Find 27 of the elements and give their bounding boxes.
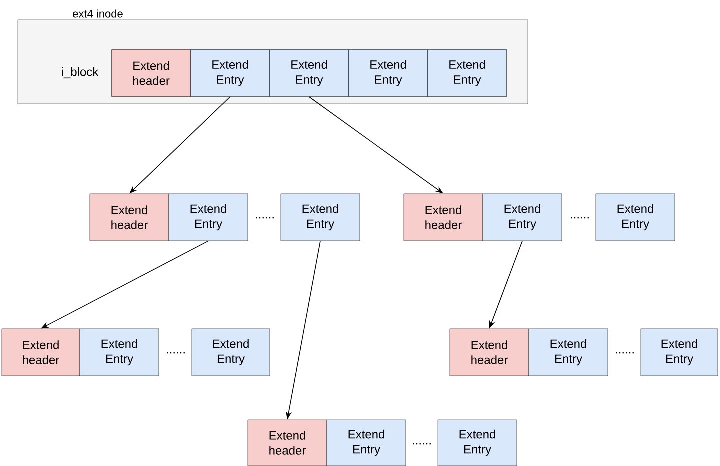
entry-cell: Extend Entry [348, 50, 428, 97]
ellipsis: ...... [616, 352, 634, 354]
entry-cell: Extend Entry [326, 420, 406, 466]
entry-cell: Extend Entry [168, 194, 248, 242]
entry-cell: Extend Entry [596, 194, 676, 242]
field-label: i_block [62, 67, 99, 79]
header-cell: Extend header [2, 328, 80, 376]
ellipsis: ...... [413, 443, 431, 445]
header-cell: Extend header [90, 194, 170, 242]
box-heading: ext4 inode [73, 10, 123, 18]
entry-cell: Extend Entry [80, 328, 160, 376]
entry-cell: Extend Entry [280, 194, 360, 242]
entry-cell: Extend Entry [482, 194, 562, 242]
ellipsis: ...... [256, 217, 274, 219]
header-cell: Extend header [112, 50, 191, 97]
entry-cell: Extend Entry [192, 328, 270, 376]
entry-cell: Extend Entry [270, 50, 349, 97]
header-cell: Extend header [450, 328, 530, 376]
entry-cell: Extend Entry [190, 50, 270, 97]
ellipsis: ...... [167, 352, 185, 354]
entry-cell: Extend Entry [528, 328, 608, 376]
entry-cell: Extend Entry [438, 420, 518, 466]
header-cell: Extend header [404, 194, 484, 242]
ellipsis: ...... [571, 217, 589, 219]
entry-cell: Extend Entry [428, 50, 507, 97]
entry-cell: Extend Entry [640, 328, 718, 376]
header-cell: Extend header [248, 420, 328, 466]
